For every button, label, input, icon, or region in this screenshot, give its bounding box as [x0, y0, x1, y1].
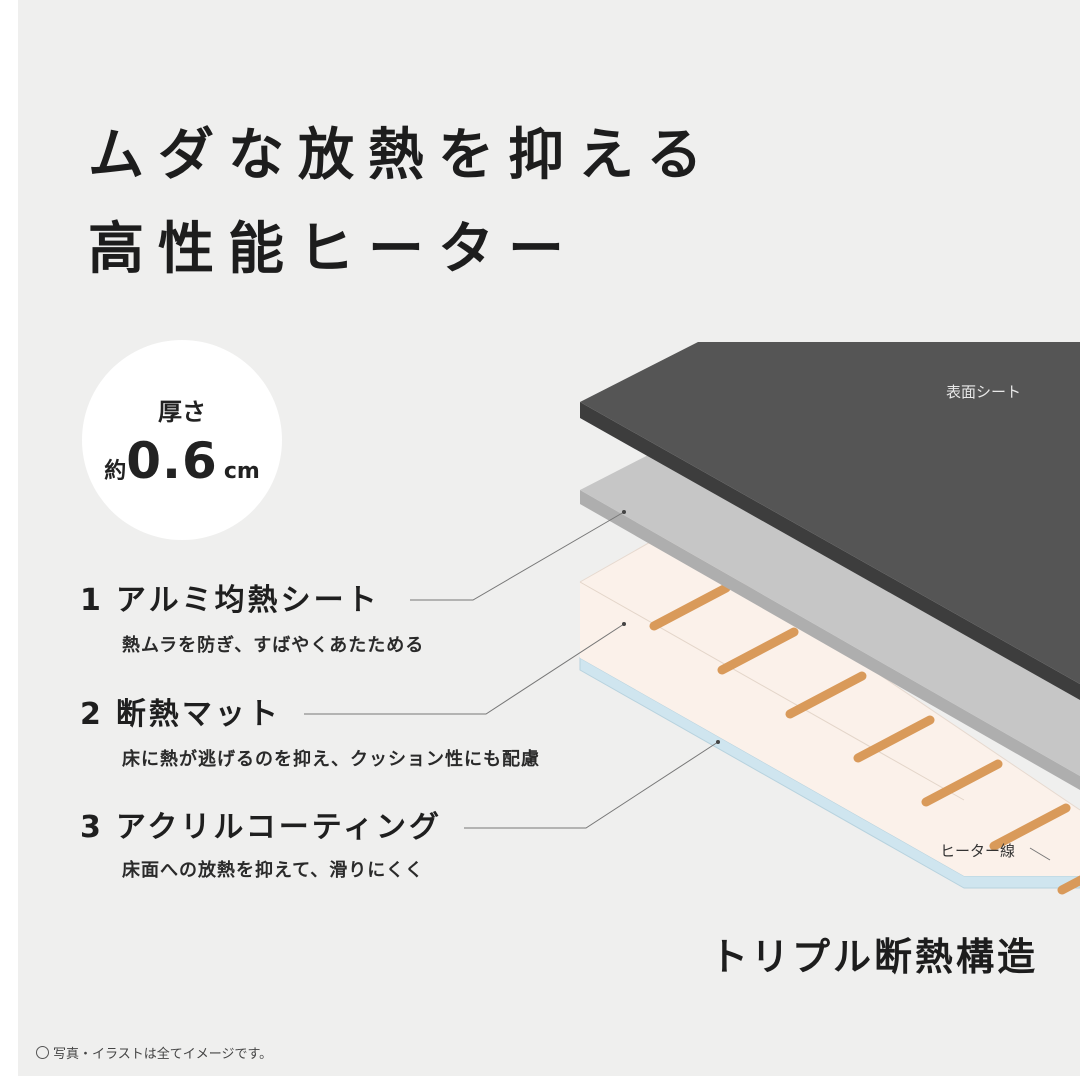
thickness-prefix: 約	[104, 459, 127, 484]
leader-line-1	[410, 511, 625, 601]
circle-icon	[36, 1046, 49, 1059]
layer-description: 熱ムラを防ぎ、すばやくあたためる	[122, 635, 425, 656]
disclaimer-text: 写真・イラストは全てイメージです。	[53, 1047, 273, 1062]
leader-line-3	[464, 741, 719, 829]
thickness-value: 0.6	[126, 432, 218, 490]
layer-number: 1	[80, 583, 104, 618]
leader-lines	[304, 511, 1051, 861]
leader-line-heater	[1029, 847, 1051, 861]
layer-diagram: 表面シート ヒーター線	[304, 342, 1080, 895]
heater-wire-label: ヒーター線	[940, 842, 1015, 860]
thickness-label: 厚さ	[158, 398, 206, 426]
layer-number: 3	[80, 810, 104, 845]
aluminum-sheet-layer	[580, 450, 1080, 790]
headline-line-1: ムダな放熱を抑える	[88, 123, 717, 188]
layer-item-title: 3 アクリルコーティング	[80, 813, 442, 843]
heater-wire-segment	[853, 715, 935, 763]
layer-item-title: 2 断熱マット	[80, 700, 281, 730]
heater-wire-segment	[989, 803, 1071, 851]
heater-wire-segment	[717, 627, 799, 675]
layer-description: 床に熱が逃げるのを抑え、クッション性にも配慮	[122, 749, 540, 770]
heater-wire-segment	[785, 671, 867, 719]
layer-title: アクリルコーティング	[115, 810, 442, 845]
surface-sheet-label: 表面シート	[946, 383, 1021, 401]
disclaimer: 写真・イラストは全てイメージです。	[36, 1043, 272, 1062]
layer-description: 床面への放熱を抑えて、滑りにくく	[122, 860, 424, 881]
footer-title: トリプル断熱構造	[709, 935, 1038, 979]
heater-wires	[649, 583, 1080, 895]
heater-wire-segment	[1057, 875, 1080, 895]
layer-item-title: 1 アルミ均熱シート	[80, 586, 380, 616]
thickness-unit: cm	[223, 459, 260, 484]
headline-line-2: 高性能ヒーター	[88, 217, 578, 282]
heater-wire-segment	[649, 583, 731, 631]
heater-wire-segment	[921, 759, 1003, 807]
layer-number: 2	[80, 697, 104, 732]
layer-title: 断熱マット	[115, 697, 281, 732]
surface-sheet-layer	[580, 342, 1080, 700]
layer-title: アルミ均熱シート	[115, 583, 380, 618]
leader-line-2	[304, 623, 625, 715]
